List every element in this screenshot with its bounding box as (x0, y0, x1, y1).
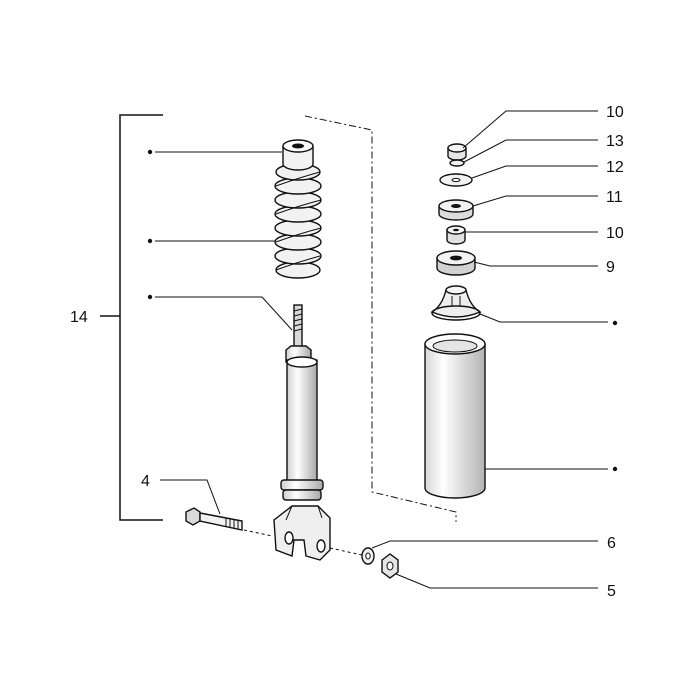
callout-6: 6 (607, 535, 616, 552)
mounting-bolt (185, 507, 273, 537)
top-mount-cap (430, 285, 482, 321)
callout-10-mid: 10 (606, 225, 624, 242)
callout-12-leader: 12 (471, 159, 624, 179)
callout-6-leader: 6 (371, 535, 616, 552)
left-bullet-markers (147, 149, 293, 331)
callout-5-leader: 5 (395, 573, 616, 600)
callout-5: 5 (607, 583, 616, 600)
nut-10-top (447, 143, 467, 161)
cover-leader (485, 466, 618, 472)
rod-marker (147, 294, 153, 300)
callout-13-leader: 13 (463, 133, 624, 163)
dust-cover (424, 333, 486, 499)
cover-marker (612, 466, 618, 472)
callout-10-top: 10 (606, 104, 624, 121)
callout-13: 13 (606, 133, 624, 150)
callout-11: 11 (606, 189, 623, 206)
shock-absorber (273, 304, 331, 561)
callout-10-mid-leader: 10 (465, 225, 624, 242)
callout-9: 9 (606, 259, 615, 276)
rubber-bushing-9 (436, 250, 476, 276)
callout-10-top-leader: 10 (462, 104, 624, 149)
mount-cap-leader (479, 313, 618, 326)
callout-4-leader: 4 (141, 473, 221, 515)
spring-middle-marker (147, 238, 153, 244)
callout-12: 12 (606, 159, 624, 176)
nut (381, 553, 399, 579)
assembly-path-line (304, 115, 457, 522)
mount-marker (612, 320, 618, 326)
assembly-bracket-14: 14 (70, 114, 163, 521)
rubber-bushing-11 (438, 199, 474, 221)
washer (329, 547, 375, 565)
flat-washer-12 (439, 173, 473, 187)
spacer-10-mid (446, 225, 466, 245)
callout-4: 4 (141, 473, 150, 490)
callout-11-leader: 11 (472, 189, 623, 207)
coil-spring (274, 139, 322, 279)
small-washer-13 (449, 159, 465, 167)
spring-top-marker (147, 149, 153, 155)
callout-14: 14 (70, 309, 88, 326)
callout-9-leader: 9 (473, 259, 615, 276)
